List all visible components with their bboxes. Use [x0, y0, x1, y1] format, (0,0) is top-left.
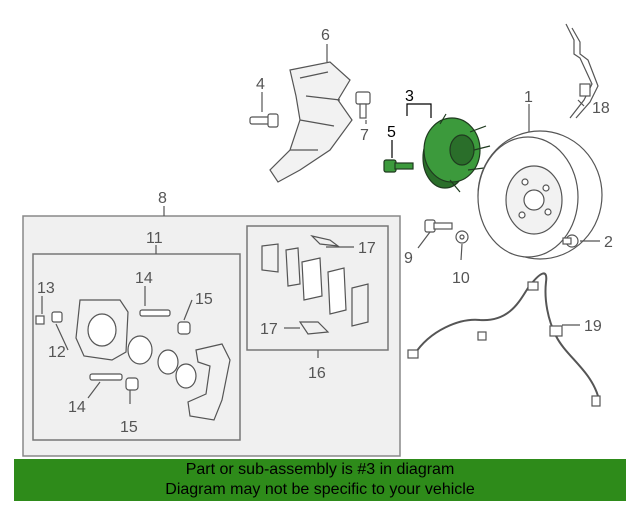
callout-17-lower: 17 [260, 321, 278, 338]
callout-13: 13 [37, 280, 55, 297]
banner-line-1: Part or sub-assembly is #3 in diagram [185, 461, 455, 478]
caliper-bolt [424, 219, 453, 233]
callout-10: 10 [452, 270, 470, 287]
guide-pin-lower [89, 373, 123, 381]
info-banner: Part or sub-assembly is #3 in diagram Di… [14, 459, 626, 501]
brake-pads [261, 243, 369, 327]
callout-17-upper: 17 [358, 240, 376, 257]
callout-18: 18 [592, 100, 610, 117]
anti-rattle-clip-lower [298, 321, 330, 335]
abs-wire-harness [407, 272, 601, 407]
callout-12: 12 [48, 344, 66, 361]
rotor-screw [562, 234, 579, 248]
guide-pin-upper [139, 309, 171, 317]
shield-bolt [249, 113, 279, 128]
callout-19: 19 [584, 318, 602, 335]
callout-5: 5 [387, 124, 396, 141]
callout-15-lower: 15 [120, 419, 138, 436]
banner-line-2: Diagram may not be specific to your vehi… [165, 481, 475, 498]
bracket-bolt [355, 91, 371, 119]
leader-lines [41, 44, 600, 404]
speed-sensor-bracket [565, 23, 599, 119]
callout-6: 6 [321, 27, 330, 44]
piston [127, 335, 197, 389]
anti-rattle-clip-upper [310, 234, 341, 247]
callout-16: 16 [308, 365, 326, 382]
caliper-bracket [187, 343, 231, 421]
hub-assembly [422, 113, 491, 193]
callout-3: 3 [405, 88, 414, 105]
callout-9: 9 [404, 250, 413, 267]
callout-14-lower: 14 [68, 399, 86, 416]
callout-15-upper: 15 [195, 291, 213, 308]
bleeder-screw [51, 311, 63, 323]
callout-7: 7 [360, 127, 369, 144]
washer [455, 230, 469, 244]
dust-shield [269, 61, 353, 183]
callout-2: 2 [604, 234, 613, 251]
callout-1: 1 [524, 89, 533, 106]
bleeder-cap [35, 315, 45, 325]
boot-upper [177, 321, 191, 335]
hub-bolt [383, 159, 414, 173]
brake-rotor [477, 130, 603, 260]
callout-11: 11 [146, 230, 163, 247]
callout-8: 8 [158, 190, 167, 207]
callout-4: 4 [256, 76, 265, 93]
caliper-housing [75, 299, 129, 361]
boot-lower [125, 377, 139, 391]
callout-14-upper: 14 [135, 270, 153, 287]
